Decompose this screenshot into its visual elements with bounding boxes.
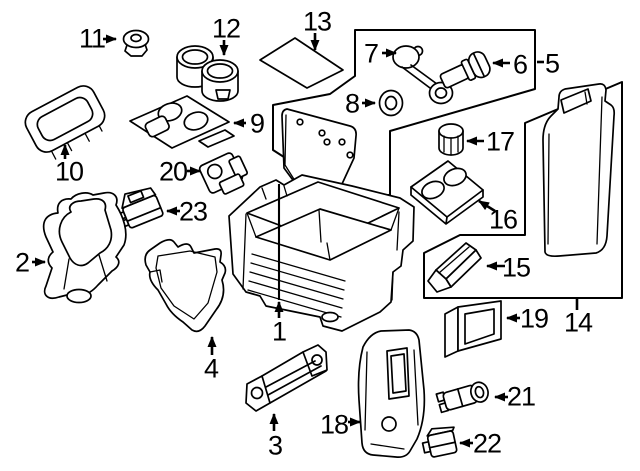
callout-label-20: 20 (159, 157, 187, 187)
cup-holder-panel (129, 95, 235, 149)
callout-label-15: 15 (502, 253, 530, 283)
mounting-bracket (245, 344, 328, 412)
callout-label-21: 21 (507, 382, 535, 412)
bin-mat-tray (24, 85, 106, 160)
callout-label-12: 12 (212, 14, 240, 44)
callout-label-3: 3 (268, 431, 282, 461)
console-switch (198, 152, 249, 195)
callout-label-2: 2 (15, 248, 29, 278)
front-trim-bracket (42, 191, 127, 304)
power-outlet-plug (439, 51, 491, 89)
outlet-bezel (444, 300, 502, 358)
grommet-ring (378, 89, 404, 117)
mounting-plate (281, 108, 357, 194)
callout-label-6: 6 (513, 50, 527, 80)
insulator-pad (144, 238, 227, 333)
rear-finish-panel (357, 329, 426, 458)
callout-label-9: 9 (250, 109, 264, 139)
rear-cup-holder-tray (410, 160, 484, 225)
callout-leader-16 (478, 199, 496, 213)
callout-label-18: 18 (320, 410, 348, 440)
rubber-mat (259, 37, 344, 89)
callout-label-10: 10 (55, 157, 83, 187)
switch-bank (117, 187, 164, 229)
knob-cap (438, 123, 464, 156)
callout-label-23: 23 (179, 197, 207, 227)
callout-label-14: 14 (564, 308, 593, 338)
callout-label-19: 19 (520, 304, 548, 334)
callout-label-17: 17 (486, 127, 514, 157)
callout-label-8: 8 (345, 89, 359, 119)
hinge-bracket (427, 242, 482, 293)
plug-switch (421, 426, 458, 458)
console-bin-body (228, 174, 415, 332)
cup-holder-insert (176, 45, 239, 102)
callout-label-7: 7 (364, 39, 378, 69)
callout-label-5: 5 (545, 49, 559, 79)
rear-trim-panel (542, 83, 616, 258)
callout-label-1: 1 (272, 317, 286, 347)
callout-label-4: 4 (204, 354, 219, 384)
callout-label-11: 11 (79, 24, 105, 54)
power-outlet-socket (435, 381, 489, 414)
callout-label-22: 22 (473, 429, 501, 459)
cap-nut (122, 29, 150, 57)
callout-label-16: 16 (489, 205, 517, 235)
callout-label-13: 13 (303, 7, 331, 37)
